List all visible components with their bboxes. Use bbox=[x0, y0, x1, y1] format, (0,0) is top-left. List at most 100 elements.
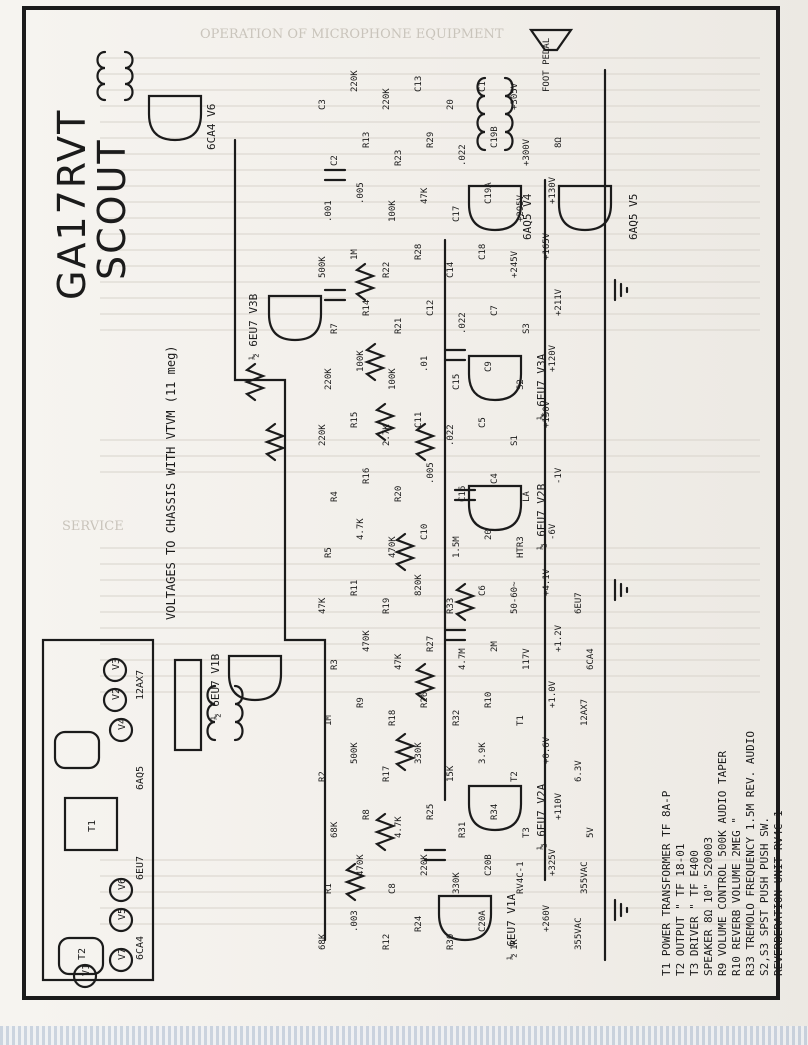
component-label: 47K bbox=[420, 187, 430, 204]
component-label: 4.7M bbox=[458, 648, 468, 670]
component-label: 68K bbox=[318, 933, 328, 950]
component-label: R12 bbox=[382, 934, 392, 950]
chassis-label: T1 bbox=[87, 820, 98, 832]
resistor-r22 bbox=[373, 402, 397, 442]
chassis-label: V6 bbox=[117, 878, 128, 890]
component-label: .022 bbox=[446, 424, 456, 446]
component-label: R9 bbox=[356, 697, 366, 708]
component-label: C10 bbox=[420, 524, 430, 540]
component-label: R5 bbox=[324, 547, 334, 558]
voltage-note: VOLTAGES TO CHASSIS WITH VTVM (11 meg) bbox=[164, 345, 178, 620]
tube-label: ½ 6EU7 V2A bbox=[535, 783, 548, 850]
component-label: .003 bbox=[350, 910, 360, 932]
component-label: 330K bbox=[452, 872, 462, 894]
component-label: R11 bbox=[350, 580, 360, 596]
schematic-border bbox=[22, 6, 780, 1000]
chassis-t1-block bbox=[63, 796, 119, 852]
component-label: +295V bbox=[516, 194, 526, 222]
tube-label: ½ 6EU7 V1B bbox=[209, 653, 222, 720]
component-label: 330K bbox=[414, 742, 424, 764]
capacitor-c16 bbox=[323, 288, 347, 302]
component-label: 6EU7 bbox=[574, 592, 584, 614]
tube-v4-symbol bbox=[467, 184, 523, 232]
component-label: 355VAC bbox=[580, 861, 590, 894]
component-label: R14 bbox=[362, 300, 372, 316]
component-label: R32 bbox=[452, 710, 462, 726]
chassis-label: V2 bbox=[111, 688, 122, 700]
component-label: R34 bbox=[490, 804, 500, 820]
component-label: 500K bbox=[350, 742, 360, 764]
ground-symbol bbox=[613, 278, 629, 302]
driver-transformer-secondary bbox=[233, 684, 244, 742]
component-label: 500K bbox=[318, 256, 328, 278]
component-label: R25 bbox=[426, 804, 436, 820]
component-label: R27 bbox=[426, 636, 436, 652]
component-label: 100K bbox=[356, 350, 366, 372]
component-label: +325V bbox=[548, 848, 558, 876]
chassis-t2-block bbox=[53, 730, 101, 770]
component-label: 220K bbox=[318, 424, 328, 446]
component-label: T3 bbox=[522, 827, 532, 838]
component-label: +130V bbox=[548, 176, 558, 204]
component-label: C12 bbox=[426, 300, 436, 316]
component-label: 47K bbox=[394, 653, 404, 670]
component-label: 8Ω bbox=[554, 137, 564, 148]
component-label: +1.0V bbox=[548, 680, 558, 708]
tube-label: ½ 6EU7 V2B bbox=[535, 483, 548, 550]
component-label: +0.6V bbox=[542, 736, 552, 764]
capacitor-c2 bbox=[423, 848, 447, 862]
component-label: C16 bbox=[458, 486, 468, 502]
component-label: 47K bbox=[318, 597, 328, 614]
component-label: 3.9K bbox=[478, 742, 488, 764]
component-label: -1V bbox=[554, 467, 564, 484]
tube-v1b-symbol bbox=[227, 654, 283, 702]
parts-list-line: S2,S3 SPST PUSH PUSH SW. bbox=[758, 817, 771, 976]
component-label: S3 bbox=[522, 323, 532, 334]
component-label: R7 bbox=[330, 323, 340, 334]
component-label: .005 bbox=[426, 462, 436, 484]
component-label: S2 bbox=[516, 379, 526, 390]
ground-symbol bbox=[613, 578, 629, 602]
component-label: C8 bbox=[388, 883, 398, 894]
capacitor-c20 bbox=[323, 168, 347, 182]
component-label: 1M bbox=[350, 249, 360, 260]
component-label: R24 bbox=[414, 916, 424, 932]
capacitor-c10 bbox=[453, 488, 477, 502]
component-label: R20 bbox=[394, 486, 404, 502]
component-label: +211V bbox=[554, 288, 564, 316]
component-label: 6CA4 bbox=[586, 648, 596, 670]
component-label: R33 bbox=[446, 598, 456, 614]
chassis-tube-socket bbox=[108, 717, 134, 743]
parts-list-line: R9 VOLUME CONTROL 500K AUDIO TAPER bbox=[716, 750, 729, 976]
component-label: R17 bbox=[382, 766, 392, 782]
component-label: +4.1V bbox=[542, 568, 552, 596]
component-label: 117V bbox=[522, 648, 532, 670]
component-label: S1 bbox=[510, 435, 520, 446]
resistor-r5 bbox=[393, 732, 417, 772]
resistor-r24 bbox=[363, 342, 387, 382]
component-label: C20B bbox=[484, 854, 494, 876]
component-label: +150V bbox=[542, 400, 552, 428]
tube-label: 6AQ5 V5 bbox=[627, 194, 640, 240]
component-label: R18 bbox=[388, 710, 398, 726]
chassis-tube-socket bbox=[108, 907, 134, 933]
component-label: 4.7K bbox=[356, 518, 366, 540]
component-label: 6.3V bbox=[574, 760, 584, 782]
component-label: 20 bbox=[484, 529, 494, 540]
component-label: 2M bbox=[490, 641, 500, 652]
component-label: .022 bbox=[458, 312, 468, 334]
component-label: 4.7K bbox=[394, 816, 404, 838]
component-label: R29 bbox=[426, 132, 436, 148]
schematic-name-title: SCOUT bbox=[90, 138, 134, 280]
component-label: R15 bbox=[350, 412, 360, 428]
component-label: C11 bbox=[414, 412, 424, 428]
component-label: 820K bbox=[414, 574, 424, 596]
component-label: T1 bbox=[516, 715, 526, 726]
component-label: R2 bbox=[318, 771, 328, 782]
component-label: .01 bbox=[420, 356, 430, 372]
component-label: R16 bbox=[362, 468, 372, 484]
tube-v2b-symbol bbox=[467, 484, 523, 532]
component-label: +120V bbox=[548, 344, 558, 372]
